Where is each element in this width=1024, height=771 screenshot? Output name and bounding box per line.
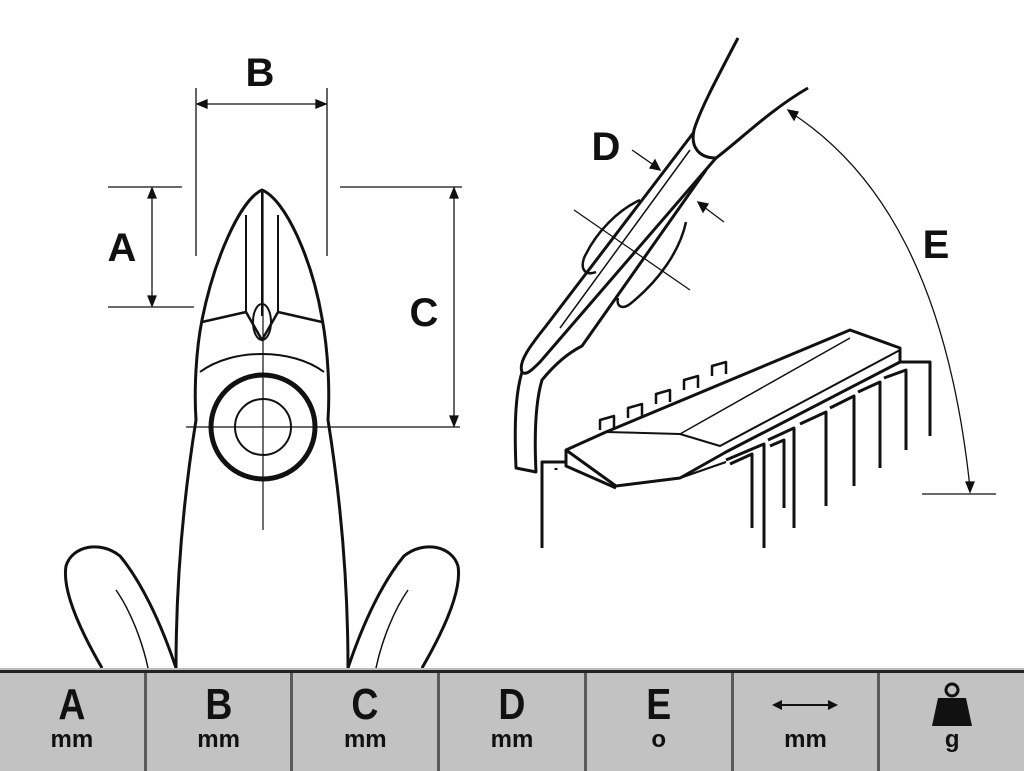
dimension-c: [340, 186, 462, 428]
legend-symbol-a: A: [58, 680, 86, 729]
label-b: B: [246, 51, 275, 95]
legend-unit-d: mm: [490, 726, 534, 753]
dimension-d: [573, 149, 725, 291]
label-d: D: [592, 125, 621, 169]
legend-cell-c: C mm: [293, 673, 441, 771]
chip-pins: [540, 360, 932, 548]
legend-unit-c: mm: [343, 726, 387, 753]
legend-unit-e: o: [651, 726, 667, 753]
integrated-circuit: [564, 328, 902, 490]
dimension-e: [786, 109, 996, 495]
legend-unit-weight: g: [944, 726, 960, 753]
legend-cell-d: D mm: [440, 673, 587, 771]
weight-icon: [930, 682, 974, 727]
legend-symbol-d: D: [498, 680, 526, 729]
dimension-b: [195, 88, 328, 256]
dimension-a: [108, 186, 194, 308]
technical-drawing: A B C D: [0, 0, 1024, 668]
legend-cell-length: mm: [733, 673, 881, 771]
label-e: E: [923, 223, 950, 267]
pliers-side-view: [513, 37, 809, 474]
legend-unit-length: mm: [784, 726, 827, 753]
spec-legend: A mm B mm C mm D mm E o m: [0, 670, 1024, 771]
label-a: A: [108, 226, 137, 270]
double-arrow-icon: [770, 683, 840, 727]
legend-cell-b: B mm: [146, 673, 294, 771]
legend-cell-a: A mm: [0, 673, 147, 771]
drawing-canvas: A B C D: [63, 37, 996, 668]
legend-symbol-e: E: [646, 680, 672, 729]
legend-cell-weight: g: [880, 673, 1024, 771]
label-c: C: [410, 291, 439, 335]
pliers-front-view: [63, 188, 461, 668]
legend-unit-a: mm: [50, 726, 94, 753]
legend-symbol-c: C: [351, 680, 379, 729]
legend-unit-b: mm: [197, 726, 240, 753]
legend-symbol-b: B: [205, 680, 233, 729]
legend-cell-e: E o: [586, 673, 734, 771]
